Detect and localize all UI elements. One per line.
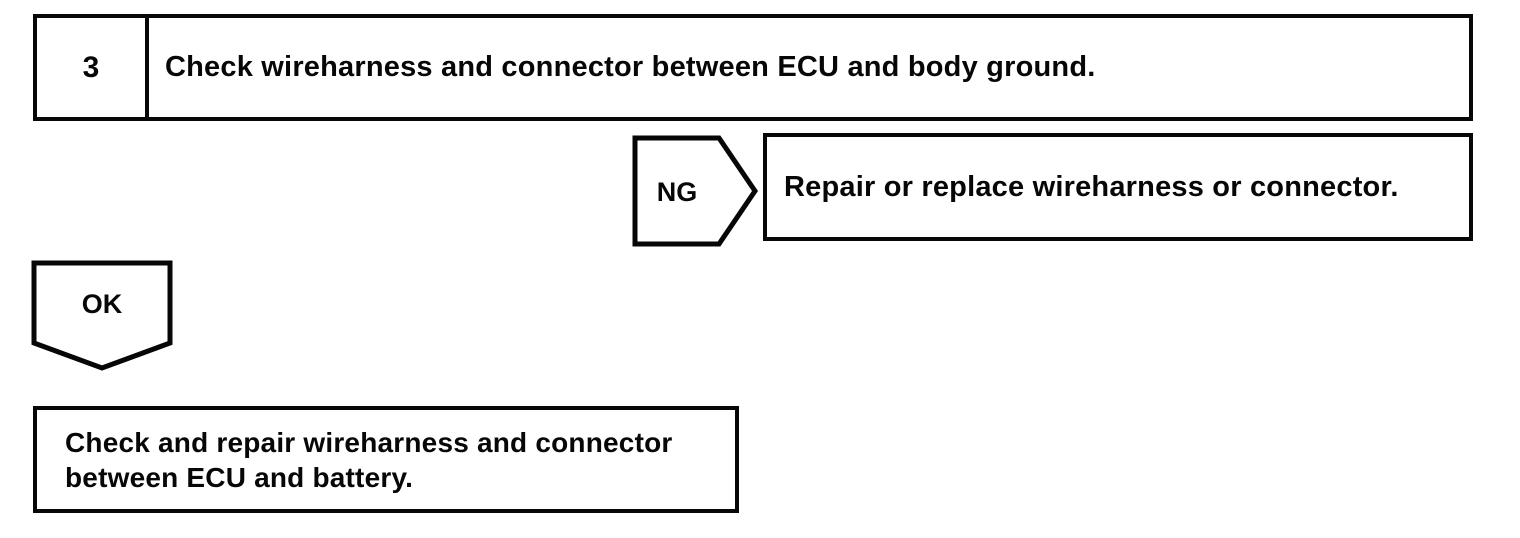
- ng-connector-icon: NG: [632, 135, 759, 247]
- ok-connector-icon: OK: [31, 260, 173, 371]
- ng-action-box: Repair or replace wireharness or connect…: [763, 133, 1473, 241]
- ok-label: OK: [82, 289, 123, 319]
- ng-label: NG: [657, 177, 698, 207]
- ng-pentagon-shape: [632, 135, 759, 247]
- step-instruction: Check wireharness and connector between …: [165, 51, 1096, 83]
- final-action-box: Check and repair wireharness and connect…: [33, 406, 739, 513]
- ok-pentagon-shape: [31, 260, 173, 371]
- ng-action-text: Repair or replace wireharness or connect…: [784, 170, 1399, 203]
- final-action-line2: between ECU and battery.: [65, 461, 414, 493]
- step-number: 3: [37, 18, 149, 117]
- final-action-line1: Check and repair wireharness and connect…: [65, 426, 673, 458]
- step-box: 3 Check wireharness and connector betwee…: [33, 14, 1473, 121]
